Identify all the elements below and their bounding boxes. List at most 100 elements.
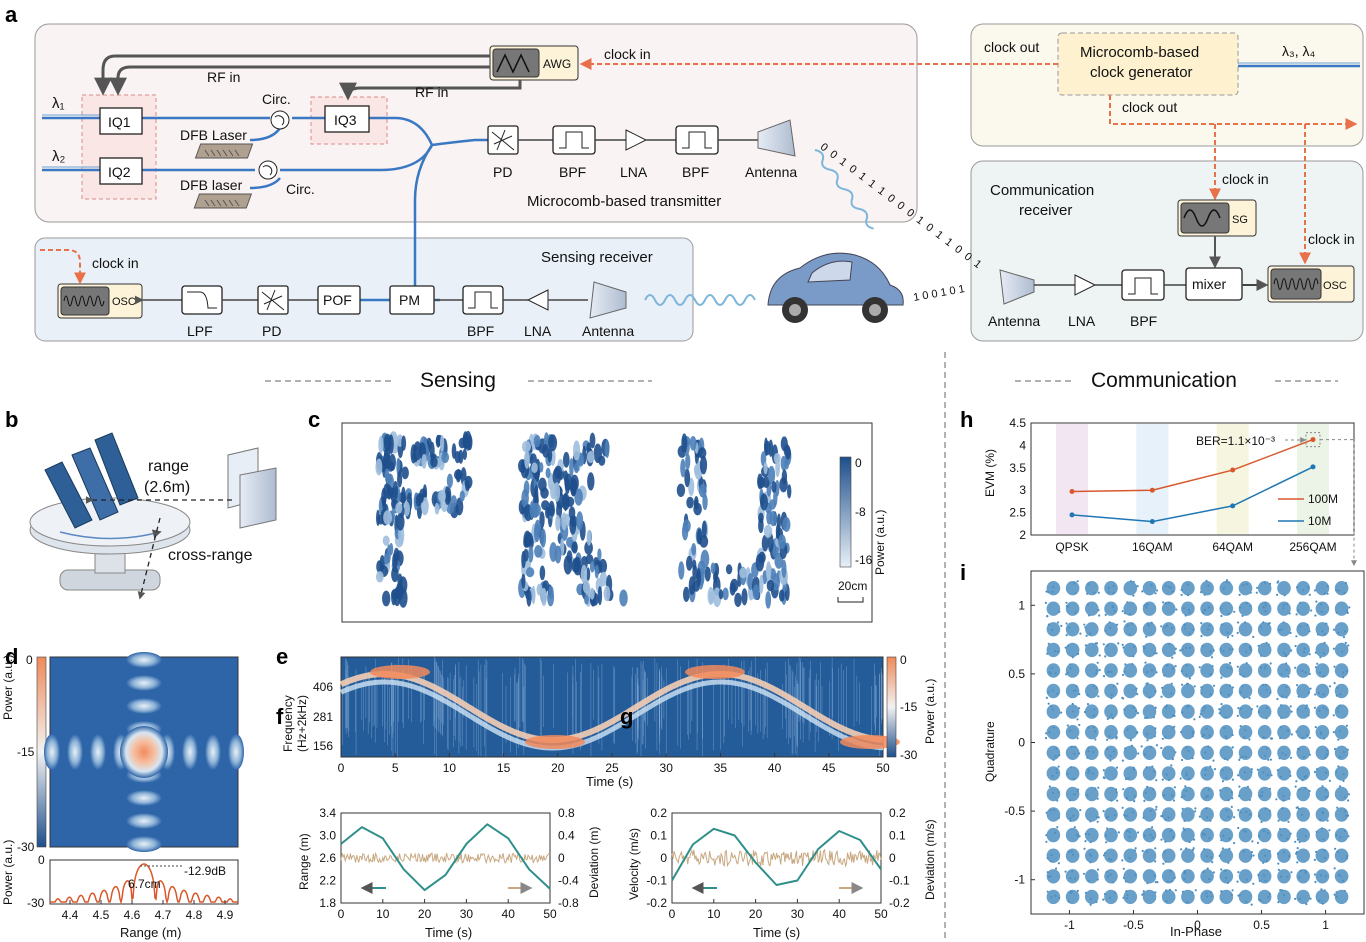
constellation-cluster xyxy=(1104,848,1118,863)
constellation-point xyxy=(1308,653,1311,656)
constellation-cluster xyxy=(1200,683,1214,699)
constellation-point xyxy=(1072,777,1075,780)
constellation-point xyxy=(1132,594,1135,597)
constellation-point xyxy=(1262,771,1265,774)
constellation-point xyxy=(1069,663,1072,666)
constellation-point xyxy=(1282,795,1285,798)
constellation-point xyxy=(1294,840,1297,843)
h-xtick-label: 256QAM xyxy=(1289,540,1336,554)
constellation-cluster xyxy=(1181,786,1195,802)
constellation-point xyxy=(1072,814,1075,817)
constellation-point xyxy=(1265,717,1268,720)
constellation-point xyxy=(1161,737,1164,740)
constellation-point xyxy=(1335,694,1338,697)
f-ytick-label: 3.0 xyxy=(319,829,336,843)
constellation-cluster xyxy=(1238,581,1253,596)
constellation-point xyxy=(1171,757,1174,760)
isar-blob xyxy=(710,562,716,574)
constellation-point xyxy=(1305,903,1308,906)
constellation-point xyxy=(1069,819,1072,823)
comm-bpf xyxy=(1121,269,1165,301)
constellation-point xyxy=(1091,772,1094,775)
e-xtick-label: 40 xyxy=(768,761,782,775)
isar-blob xyxy=(763,524,773,538)
constellation-point xyxy=(1230,805,1233,809)
constellation-point xyxy=(1046,615,1049,618)
constellation-point xyxy=(1160,815,1163,818)
constellation-point xyxy=(1069,766,1073,769)
isar-blob xyxy=(545,467,551,479)
constellation-point xyxy=(1237,774,1240,777)
constellation-cluster xyxy=(1142,725,1157,740)
constellation-point xyxy=(1304,671,1307,674)
i-xtick-label: -1 xyxy=(1064,918,1075,932)
f-xtick-label: 10 xyxy=(376,907,390,921)
isar-blob xyxy=(383,433,392,452)
constellation-point xyxy=(1258,879,1261,883)
constellation-point xyxy=(1268,809,1271,812)
constellation-point xyxy=(1318,899,1321,902)
constellation-point xyxy=(1156,881,1159,884)
isar-blob xyxy=(785,446,791,460)
constellation-point xyxy=(1089,903,1092,906)
constellation-point xyxy=(1083,847,1086,850)
constellation-point xyxy=(1314,651,1317,654)
constellation-point xyxy=(1134,873,1137,876)
constellation-point xyxy=(1301,736,1304,739)
constellation-cluster xyxy=(1257,827,1272,843)
constellation-point xyxy=(1248,738,1251,741)
constellation-point xyxy=(1220,890,1223,893)
constellation-point xyxy=(1321,630,1324,633)
constellation-point xyxy=(1051,590,1054,594)
constellation-point xyxy=(1089,861,1092,864)
isar-blob xyxy=(563,555,573,575)
isar-blob xyxy=(686,555,693,571)
constellation-point xyxy=(1079,809,1082,812)
constellation-point xyxy=(1182,890,1185,893)
constellation-point xyxy=(1285,696,1288,699)
isar-blob xyxy=(685,453,691,470)
constellation-point xyxy=(1096,868,1100,871)
constellation-point xyxy=(1286,837,1289,840)
constellation-point xyxy=(1288,770,1291,773)
constellation-point xyxy=(1332,628,1336,631)
i-xtick-label: 0.5 xyxy=(1253,918,1270,932)
isar-blob xyxy=(587,472,595,491)
constellation-cluster xyxy=(1085,601,1099,616)
psf-lobe-v xyxy=(126,675,162,691)
constellation-cluster xyxy=(1334,745,1349,760)
constellation-point xyxy=(1150,584,1153,587)
constellation-point xyxy=(1205,795,1208,798)
constellation-cluster xyxy=(1277,622,1291,637)
constellation-point xyxy=(1342,636,1346,639)
constellation-point xyxy=(1182,827,1185,830)
e-xtick-label: 45 xyxy=(822,761,836,775)
cut-ylabel: Power (a.u.) xyxy=(1,840,15,905)
constellation-point xyxy=(1347,793,1350,796)
constellation-cluster xyxy=(1296,869,1310,884)
constellation-cluster xyxy=(1296,766,1310,781)
panel-label-f: f xyxy=(276,704,284,729)
constellation-cluster xyxy=(1219,725,1234,740)
constellation-point xyxy=(1149,833,1152,836)
constellation-cluster xyxy=(1277,786,1291,802)
isar-blob xyxy=(582,581,591,594)
constellation-point xyxy=(1264,879,1267,882)
constellation-point xyxy=(1072,710,1075,713)
constellation-point xyxy=(1294,644,1297,648)
isar-blob xyxy=(396,513,405,531)
constellation-point xyxy=(1280,704,1283,707)
constellation-point xyxy=(1115,736,1118,739)
constellation-point xyxy=(1146,716,1149,720)
isar-blob xyxy=(764,437,768,457)
constellation-point xyxy=(1298,897,1301,901)
isar-blob xyxy=(758,517,764,534)
constellation-point xyxy=(1110,697,1113,700)
constellation-cluster xyxy=(1161,807,1176,822)
constellation-point xyxy=(1160,625,1163,628)
constellation-point xyxy=(1241,755,1244,758)
constellation-point xyxy=(1264,854,1267,857)
cb-e-tick-0: 0 xyxy=(900,653,907,667)
constellation-cluster xyxy=(1200,745,1214,760)
